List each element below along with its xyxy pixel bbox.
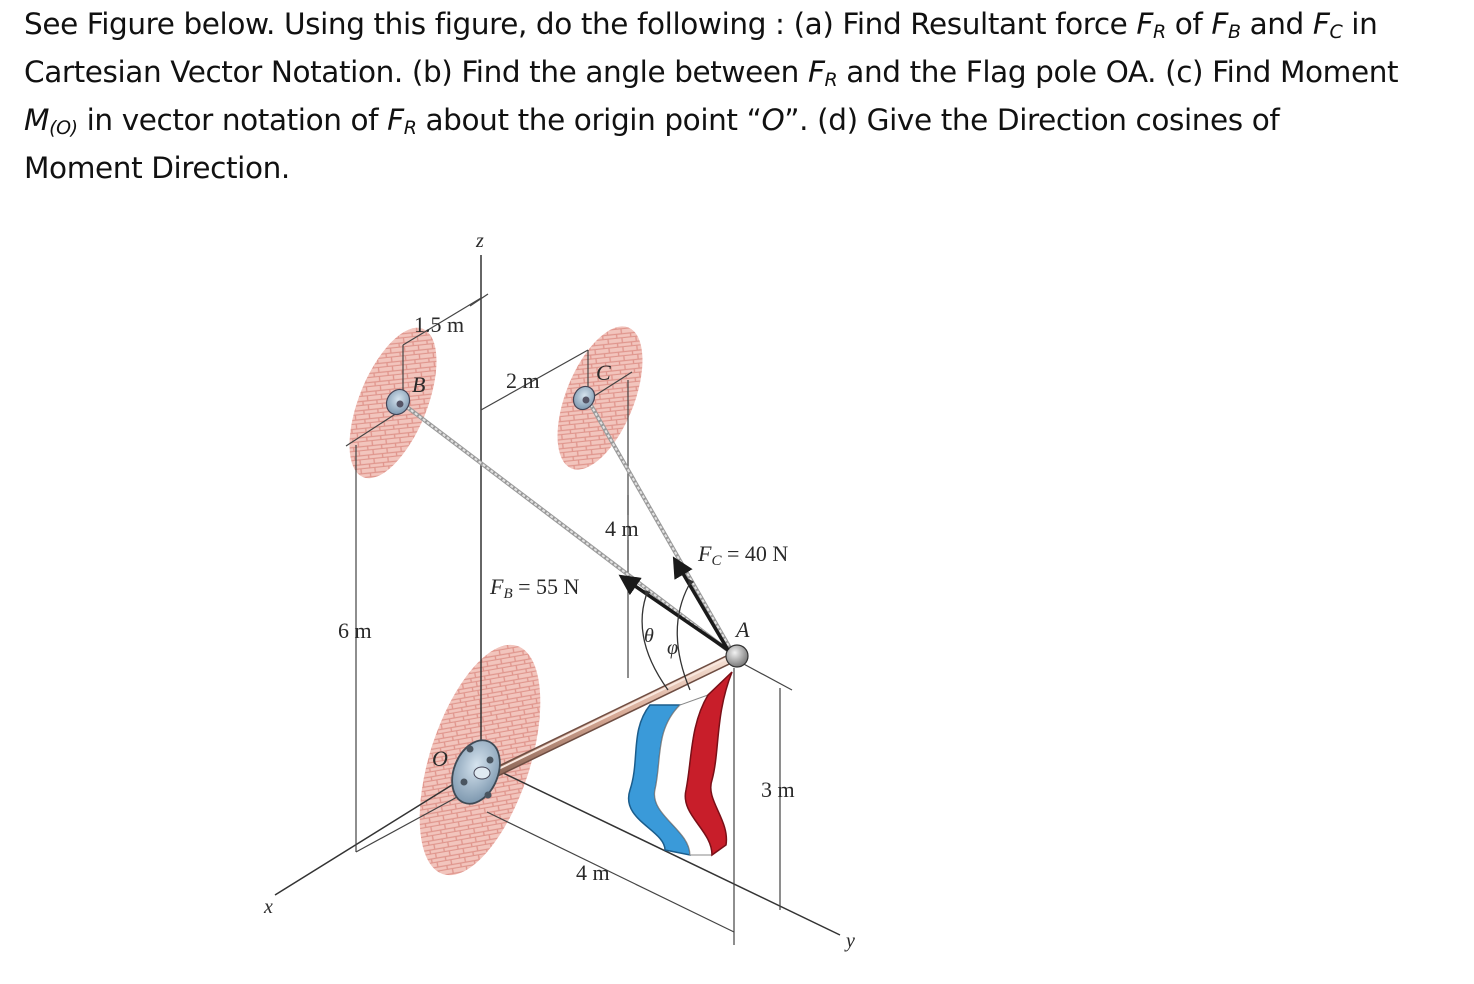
label-force-FB-subscript: B	[503, 586, 512, 602]
label-theta: θ	[644, 625, 654, 647]
label-force-FC-symbol: F	[697, 541, 712, 566]
base-plate-O	[451, 739, 501, 805]
phi-arc	[676, 578, 695, 691]
symbol-O: O	[761, 103, 785, 137]
dim-4m-bottom-line	[486, 811, 735, 933]
label-force-FC: FC = 40 N	[697, 541, 788, 569]
subscript-R: R	[824, 69, 838, 91]
symbol-F: F	[1136, 7, 1153, 41]
intro-text: See Figure below. Using this figure, do …	[24, 7, 794, 41]
text-in: in	[1342, 7, 1378, 41]
part-a-text: (a) Find Resultant force	[793, 7, 1137, 41]
flag-red-stripe	[684, 671, 733, 857]
origin-text: about the origin point “	[416, 103, 762, 137]
subscript-C: C	[1329, 21, 1343, 43]
dim-2m-line	[480, 349, 589, 411]
label-dim-3m: 3 m	[761, 777, 795, 802]
dim-1-5m-tick	[469, 293, 489, 307]
bracket-C	[572, 385, 596, 411]
label-dim-6m: 6 m	[338, 618, 372, 643]
label-dim-1-5m: 1.5 m	[414, 312, 464, 337]
dim-3m-top-line	[739, 661, 793, 691]
flag	[627, 671, 733, 857]
problem-line-2: Cartesian Vector Notation. (b) Find the …	[24, 48, 1464, 96]
label-axis-x: x	[263, 896, 273, 918]
force-arrow-FB	[618, 574, 729, 652]
subscript-R: R	[1152, 21, 1166, 43]
label-force-FB-value: = 55 N	[513, 574, 580, 599]
moment-text: in vector notation of	[77, 103, 388, 137]
label-dim-2m: 2 m	[506, 368, 540, 393]
label-axis-y: y	[844, 930, 855, 952]
text-of: of	[1165, 7, 1212, 41]
label-point-A: A	[734, 617, 750, 642]
subscript-R: R	[403, 117, 417, 139]
C-offset-line	[587, 371, 633, 401]
problem-line-4: Moment Direction.	[24, 144, 1464, 192]
symbol-M: M	[24, 103, 50, 137]
dim-6m-bottom-line	[355, 789, 471, 853]
label-point-C: C	[596, 360, 611, 385]
label-force-FC-value: = 40 N	[721, 541, 788, 566]
symbol-F: F	[807, 55, 825, 89]
label-point-O: O	[432, 746, 448, 771]
force-arrow-FC	[672, 556, 730, 651]
label-point-B: B	[412, 372, 425, 397]
problem-line-3: M(O) in vector notation of FR about the …	[24, 96, 1464, 144]
part-d-text: ”. (d) Give the Direction cosines of	[784, 103, 1280, 137]
ball-A	[725, 644, 749, 668]
cable-AC-texture	[587, 399, 735, 656]
label-force-FC-subscript: C	[711, 553, 722, 569]
label-dim-4m-top: 4 m	[605, 516, 639, 541]
dim-6m-top-tick	[345, 412, 398, 447]
bracket-B	[385, 388, 411, 416]
x-axis-line	[274, 774, 469, 896]
text-and: and	[1240, 7, 1313, 41]
coordinate-axes	[274, 255, 841, 936]
subscript-B: B	[1227, 21, 1241, 43]
flag-pole-OA	[483, 652, 739, 781]
symbol-F: F	[1312, 7, 1330, 41]
part-b-text: Cartesian Vector Notation. (b) Find the …	[24, 55, 808, 89]
brick-wall-C	[557, 326, 643, 470]
dimension-lines	[345, 293, 793, 945]
problem-line-1: See Figure below. Using this figure, do …	[24, 0, 1464, 48]
y-axis-line	[496, 769, 841, 936]
dim-1-5m-line	[402, 297, 482, 346]
subscript-O: (O)	[49, 117, 78, 139]
symbol-F: F	[1211, 7, 1228, 41]
symbol-F: F	[387, 103, 404, 137]
label-force-FB: FB = 55 N	[489, 574, 580, 602]
label-phi: φ	[667, 637, 678, 659]
part-c-text: and the Flag pole OA. (c) Find Moment	[837, 55, 1399, 89]
label-axis-z: z	[475, 230, 484, 252]
force-arrows	[618, 556, 730, 652]
figure-labels: z x y 1.5 m 2 m 4 m 6 m 4 m 3 m B C A O …	[263, 230, 855, 952]
label-dim-4m-bottom: 4 m	[576, 860, 610, 885]
line-4-text: Moment Direction.	[24, 151, 290, 185]
label-force-FB-symbol: F	[489, 574, 504, 599]
problem-statement: See Figure below. Using this figure, do …	[24, 0, 1464, 192]
angle-arcs	[641, 578, 695, 691]
theta-arc	[641, 590, 669, 691]
